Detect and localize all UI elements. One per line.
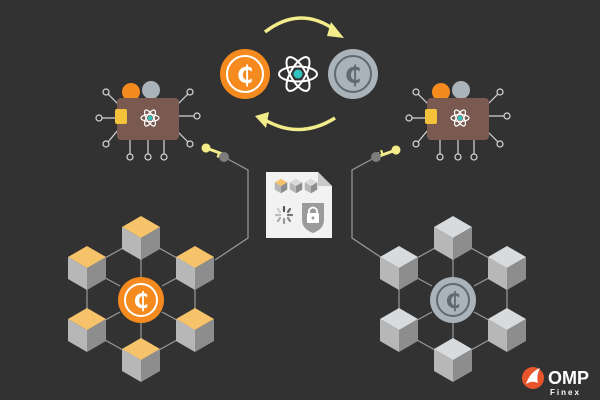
cluster-orange-coin-icon: ₵: [118, 277, 164, 323]
brand-subtitle: Finex: [550, 388, 581, 397]
wallet-right-silver-coin-icon: [452, 81, 470, 99]
block-cube: [434, 216, 472, 260]
block-cube: [122, 338, 160, 382]
block-cube: [68, 308, 106, 352]
swap-arrow-top: [263, 16, 337, 34]
brand-logo: OMP Finex: [522, 367, 589, 397]
swap-cycle: ₵ ₵: [220, 16, 378, 132]
wallet-left-orange-coin-icon: [122, 83, 140, 101]
loading-spinner-icon: [274, 205, 294, 225]
block-cube: [176, 308, 214, 352]
atom-icon: [278, 56, 318, 92]
wallet-left: [95, 81, 201, 161]
block-cube: [434, 338, 472, 382]
key-right-node: [371, 152, 381, 162]
swap-arrow-bottom: [264, 116, 336, 132]
block-cube: [68, 246, 106, 290]
brand-name: OMP: [548, 368, 589, 388]
brand-flame-icon: [522, 367, 544, 389]
block-cube: [488, 308, 526, 352]
block-cube: [488, 246, 526, 290]
silver-coin-symbol: ₵: [345, 61, 362, 89]
orange-coin-icon: ₵: [220, 49, 270, 99]
swap-arrow-bottom-head: [255, 112, 269, 128]
cluster-orange-coin-symbol: ₵: [133, 289, 148, 314]
cluster-silver-coin-icon: ₵: [430, 277, 476, 323]
block-cube: [176, 246, 214, 290]
wallet-left-silver-coin-icon: [142, 81, 160, 99]
wallet-right: [405, 81, 511, 161]
silver-coin-icon: ₵: [328, 49, 378, 99]
orange-coin-symbol: ₵: [237, 61, 254, 89]
wallet-clasp: [115, 109, 127, 124]
swap-arrow-top-head: [327, 22, 344, 38]
key-left-node: [219, 152, 229, 162]
padlock-shield-icon: [302, 203, 324, 233]
silver-blockchain-cluster: ₵: [380, 216, 526, 382]
block-cube: [122, 216, 160, 260]
wallet-clasp: [425, 109, 437, 124]
document-icon: [266, 172, 332, 238]
block-cube: [380, 246, 418, 290]
orange-blockchain-cluster: ₵: [68, 216, 214, 382]
connector-lines: [214, 156, 383, 261]
block-cube: [380, 308, 418, 352]
wallet-right-orange-coin-icon: [432, 83, 450, 101]
document-cubes-icon: [274, 178, 318, 194]
cluster-silver-coin-symbol: ₵: [445, 289, 460, 314]
